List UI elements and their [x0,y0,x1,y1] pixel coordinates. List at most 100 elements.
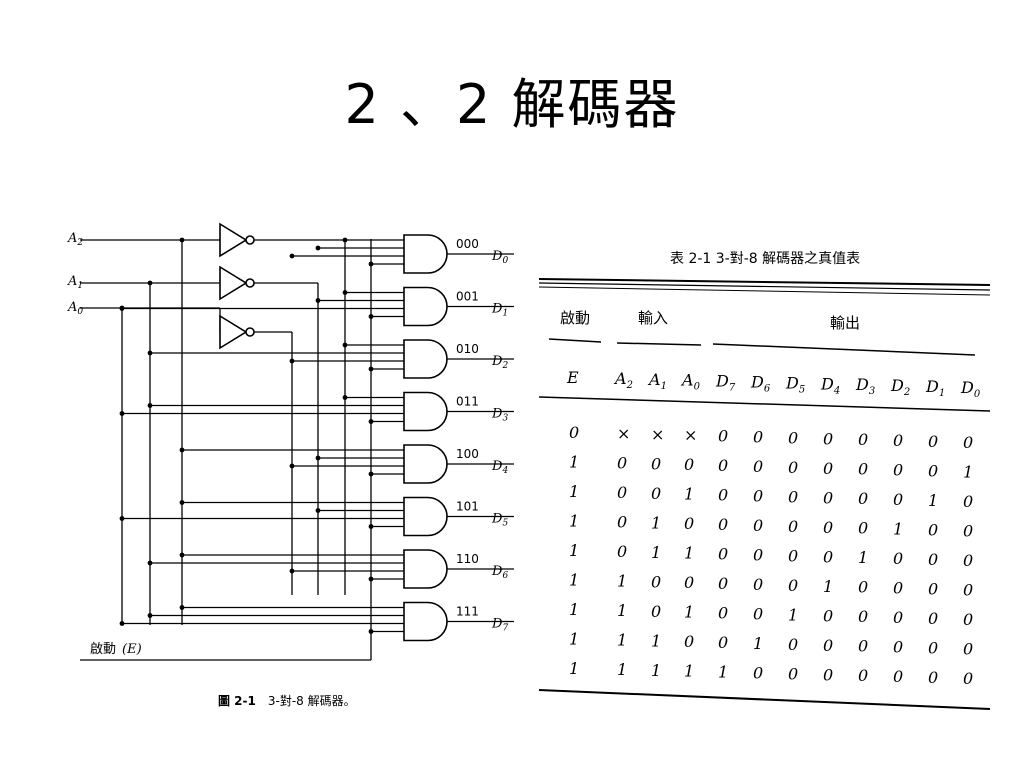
table-cell: 1 [651,631,661,650]
output-code-2: 010 [456,342,479,356]
table-cell: 1 [718,663,728,682]
input-label-a2: A2 [67,231,83,248]
table-cell: 0 [823,518,833,537]
table-cell: 0 [651,602,661,621]
junction-dot [179,500,185,505]
table-cell: 0 [651,454,661,473]
output-code-3: 011 [456,395,479,409]
and-gate-3 [403,391,448,432]
and-gate-1 [403,286,448,327]
table-cell: 0 [718,456,728,475]
and-gate-4 [403,444,448,484]
table-cell: 0 [718,574,728,593]
table-cell: 0 [617,453,627,472]
table-cell: 0 [651,572,661,591]
table-cell: 0 [753,428,763,447]
table-cell: 0 [928,639,938,658]
table-cell: 0 [684,514,694,533]
junction-dot [147,560,153,566]
table-cell: 0 [858,460,868,479]
table-cell: 0 [858,519,868,538]
table-cell: 1 [963,462,973,481]
table-cell: 0 [893,549,903,568]
table-cell: 0 [684,455,694,474]
table-cell: 0 [858,578,868,597]
table-cell: 1 [684,603,694,622]
output-code-0: 000 [456,237,479,251]
junction-dot [147,280,153,286]
table-cell: 0 [617,512,627,531]
table-cell: 0 [718,427,728,446]
output-code-5: 101 [456,500,479,514]
table-cell: 0 [718,486,728,505]
table-cell: 0 [718,604,728,623]
output-code-1: 001 [456,290,479,304]
not-gate-bubble [245,327,255,337]
table-cell: 1 [617,660,627,679]
table-cell: 0 [788,576,798,595]
table-cell: 1 [823,577,833,596]
table-cell: 1 [569,571,579,590]
table-cell: 1 [928,491,938,510]
output-code-7: 111 [456,605,479,619]
junction-dot [315,245,321,251]
table-cell: 0 [858,489,868,508]
column-header-11: D0 [960,378,981,400]
column-header-3: A0 [680,371,701,393]
junction-dot [179,552,185,558]
junction-dot [289,568,295,574]
table-cell: 0 [928,668,938,687]
table-cell: 1 [753,634,763,653]
table-cell: 0 [823,606,833,625]
junction-dot [179,605,185,610]
table-cell: 0 [858,666,868,685]
output-label-d3: D3 [491,407,508,424]
table-cell: 0 [569,423,579,442]
junction-dot [179,237,185,243]
table-cell: × [651,425,664,444]
table-cell: 1 [569,541,579,560]
table-cell: 0 [718,633,728,652]
table-cell: 0 [963,669,973,688]
table-cell: 1 [893,520,903,539]
table-cell: 1 [569,630,579,649]
table-cell: 0 [788,428,798,447]
enable-label: 啟動(E) [90,642,142,657]
table-cell: 1 [684,485,694,504]
table-cell: 0 [928,550,938,569]
table-cell: 0 [823,547,833,566]
column-header-5: D6 [750,373,771,395]
table-cell: 1 [617,601,627,620]
table-cell: 0 [928,462,938,481]
table-cell: 1 [569,600,579,619]
junction-dot [315,508,321,513]
column-header-9: D2 [890,376,910,398]
table-cell: 0 [788,664,798,683]
junction-dot [368,524,374,529]
column-header-4: D7 [715,372,736,394]
table-cell: 0 [753,487,763,506]
column-header-7: D4 [820,374,840,396]
junction-dot [368,261,374,267]
table-cell: × [617,424,630,443]
table-cell: 0 [651,484,661,503]
table-cell: 0 [963,551,973,570]
table-cell: 0 [893,638,903,657]
not-gate-bubble [245,235,255,245]
output-label-d6: D6 [491,564,508,581]
column-header-2: A1 [647,370,667,392]
junction-dot [147,613,153,618]
output-code-4: 100 [456,447,479,461]
table-cell: 1 [617,630,627,649]
input-label-a0: A0 [67,300,83,317]
junction-dot [147,350,153,356]
table-cell: 0 [963,580,973,599]
table-cell: 0 [823,488,833,507]
table-cell: 0 [893,431,903,450]
table-cell: 0 [788,458,798,477]
junction-dot [119,411,125,416]
table-cell: 0 [963,639,973,658]
group-header-outputs: 輸出 [830,314,860,332]
table-cell: 0 [928,432,938,451]
junction-dot [368,314,374,319]
